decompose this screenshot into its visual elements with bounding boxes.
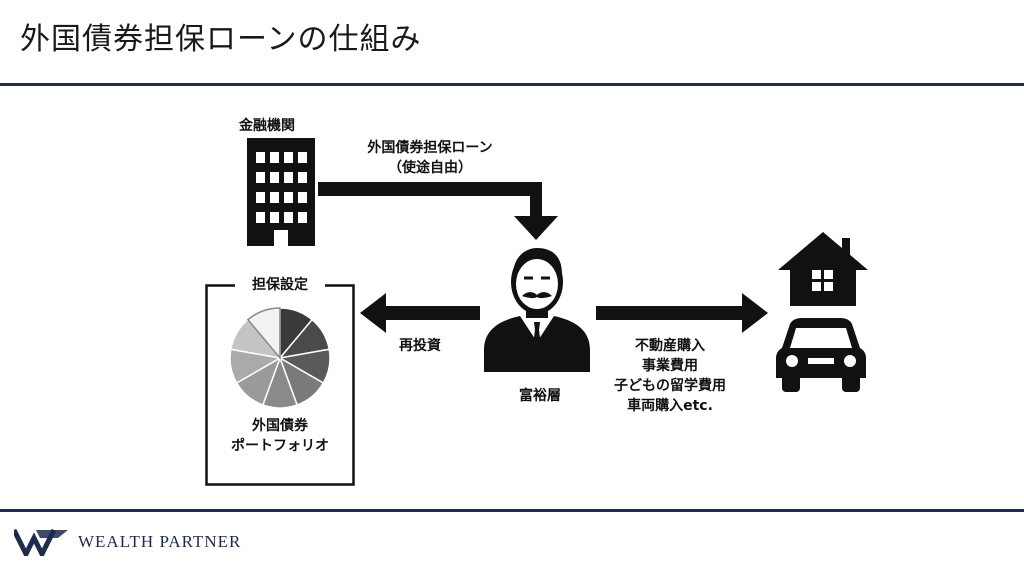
company-name: WEALTH PARTNER [78,532,242,551]
portfolio-label-line1: 外国債券 [252,418,308,434]
loan-label: 外国債券担保ローン （使途自由） [340,138,520,178]
footer-divider [0,509,1024,512]
portfolio-label-line2: ポートフォリオ [231,438,329,454]
uses-arrow [596,293,768,333]
financial-institution-label: 金融機関 [239,118,295,134]
house-icon [778,232,868,306]
reinvest-arrow [360,293,480,333]
uses-label-line1: 不動産購入 [635,338,705,354]
page-title: 外国債券担保ローンの仕組み [20,22,422,57]
loan-arrow [318,182,558,240]
portfolio-label: 外国債券 ポートフォリオ [210,416,350,456]
uses-label-line2: 事業費用 [642,358,698,374]
collateral-header: 担保設定 [252,277,308,293]
collateral-frame [205,284,355,486]
portfolio-pie-icon [229,307,331,409]
uses-label-line3: 子どもの留学費用 [614,378,726,394]
footer-logo: WEALTH PARTNER [14,528,241,556]
car-icon [776,318,866,392]
loan-label-line2: （使途自由） [388,160,472,176]
building-icon [247,138,315,246]
wealthy-label: 富裕層 [519,388,561,404]
loan-label-line1: 外国債券担保ローン [367,140,493,156]
wealth-partner-logo-icon [14,528,68,556]
uses-label: 不動産購入 事業費用 子どもの留学費用 車両購入etc. [590,336,750,416]
header-divider [0,83,1024,86]
businessman-icon [484,248,590,372]
reinvest-label: 再投資 [399,338,441,354]
uses-label-line4: 車両購入etc. [627,398,713,414]
